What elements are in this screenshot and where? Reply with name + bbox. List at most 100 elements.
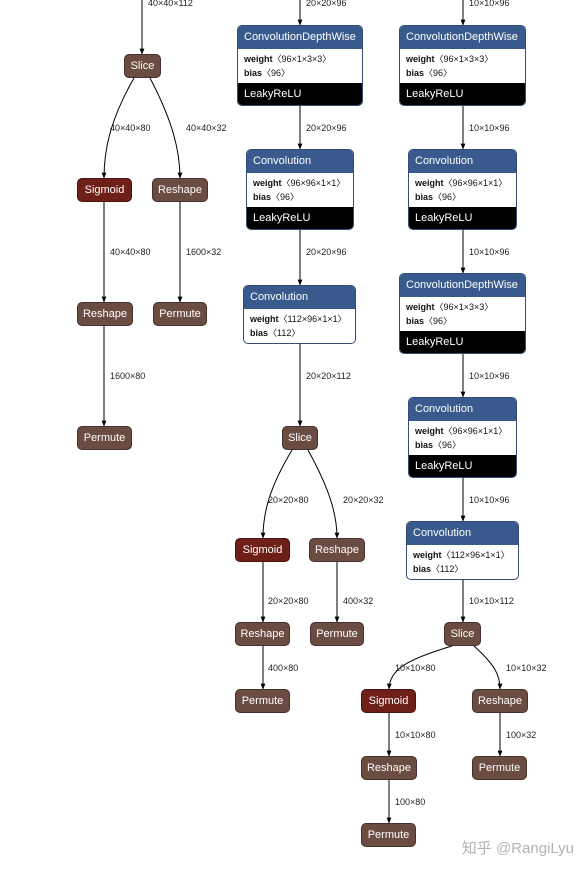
edge-label: 40×40×80: [110, 123, 151, 133]
edge-c-slice-reshape: [473, 645, 503, 690]
node-permute[interactable]: Permute: [235, 689, 290, 713]
node-reshape[interactable]: Reshape: [309, 538, 365, 562]
node-slice[interactable]: Slice: [444, 622, 481, 646]
node-convolution-depthwise[interactable]: ConvolutionDepthWise weight〈96×1×3×3〉 bi…: [237, 25, 363, 106]
edge-label: 10×10×96: [469, 123, 510, 133]
node-attributes: weight〈96×1×3×3〉 bias〈96〉: [400, 297, 525, 331]
edge-label: 20×20×96: [306, 247, 347, 257]
attr-key: bias: [406, 316, 425, 326]
node-activation: LeakyReLU: [400, 83, 525, 105]
node-convolution[interactable]: Convolution weight〈112×96×1×1〉 bias〈112〉: [406, 521, 519, 580]
edge-label: 10×10×96: [469, 247, 510, 257]
node-title: ConvolutionDepthWise: [238, 26, 362, 49]
attr-weight: 〈96×96×1×1〉: [443, 426, 508, 436]
node-attributes: weight〈96×96×1×1〉 bias〈96〉: [409, 421, 516, 455]
edge-label: 1600×80: [110, 371, 146, 381]
attr-key: bias: [415, 192, 434, 202]
attr-key: weight: [415, 178, 444, 188]
node-reshape[interactable]: Reshape: [472, 689, 528, 713]
attr-key: bias: [253, 192, 272, 202]
node-activation: LeakyReLU: [409, 207, 516, 229]
node-title: Convolution: [407, 522, 518, 545]
node-convolution[interactable]: Convolution weight〈96×96×1×1〉 bias〈96〉 L…: [408, 149, 517, 230]
attr-weight: 〈96×1×3×3〉: [434, 302, 494, 312]
attr-key: weight: [253, 178, 282, 188]
attr-weight: 〈112×96×1×1〉: [441, 550, 510, 560]
node-activation: LeakyReLU: [409, 455, 516, 477]
node-permute[interactable]: Permute: [310, 622, 364, 646]
edge-label: 20×20×96: [306, 123, 347, 133]
node-title: Convolution: [244, 286, 355, 309]
edge-label: 10×10×96: [469, 0, 510, 8]
attr-key: weight: [244, 54, 273, 64]
edge-label: 20×20×32: [343, 495, 384, 505]
attr-weight: 〈96×1×3×3〉: [272, 54, 332, 64]
node-convolution[interactable]: Convolution weight〈96×96×1×1〉 bias〈96〉 L…: [408, 397, 517, 478]
node-sigmoid[interactable]: Sigmoid: [235, 538, 290, 562]
node-attributes: weight〈112×96×1×1〉 bias〈112〉: [407, 545, 518, 579]
attr-key: weight: [406, 302, 435, 312]
node-attributes: weight〈96×96×1×1〉 bias〈96〉: [247, 173, 353, 207]
attr-bias: 〈96〉: [424, 68, 453, 78]
attr-bias: 〈96〉: [424, 316, 453, 326]
edge-label: 10×10×80: [395, 663, 436, 673]
attr-key: weight: [413, 550, 442, 560]
node-sigmoid[interactable]: Sigmoid: [77, 178, 132, 202]
node-convolution[interactable]: Convolution weight〈112×96×1×1〉 bias〈112〉: [243, 285, 356, 344]
attr-key: weight: [406, 54, 435, 64]
node-title: ConvolutionDepthWise: [400, 274, 525, 297]
node-permute[interactable]: Permute: [153, 302, 207, 326]
edge-label: 10×10×32: [506, 663, 547, 673]
node-title: Convolution: [409, 398, 516, 421]
attr-key: bias: [250, 328, 269, 338]
node-reshape[interactable]: Reshape: [152, 178, 208, 202]
node-sigmoid[interactable]: Sigmoid: [361, 689, 416, 713]
edge-b-slice-reshape: [307, 449, 340, 539]
node-permute[interactable]: Permute: [472, 756, 527, 780]
edge-label: 10×10×96: [469, 371, 510, 381]
edge-b-slice-sigmoid: [260, 449, 293, 539]
edge-c-slice-sigmoid: [386, 645, 453, 690]
node-slice[interactable]: Slice: [282, 426, 318, 450]
attr-bias: 〈112〉: [431, 564, 464, 574]
edge-a-slice-reshape: [149, 77, 183, 179]
edge-label: 400×80: [268, 663, 299, 673]
edge-label: 400×32: [343, 596, 374, 606]
attr-key: weight: [250, 314, 279, 324]
attr-weight: 〈96×96×1×1〉: [443, 178, 508, 188]
node-activation: LeakyReLU: [247, 207, 353, 229]
attr-key: weight: [415, 426, 444, 436]
node-convolution-depthwise[interactable]: ConvolutionDepthWise weight〈96×1×3×3〉 bi…: [399, 273, 526, 354]
attr-bias: 〈96〉: [262, 68, 291, 78]
node-convolution[interactable]: Convolution weight〈96×96×1×1〉 bias〈96〉 L…: [246, 149, 354, 230]
edge-label: 40×40×32: [186, 123, 227, 133]
node-permute[interactable]: Permute: [361, 823, 416, 847]
attr-key: bias: [244, 68, 263, 78]
node-reshape[interactable]: Reshape: [77, 302, 133, 326]
attr-key: bias: [406, 68, 425, 78]
attr-key: bias: [413, 564, 432, 574]
attr-weight: 〈96×1×3×3〉: [434, 54, 494, 64]
edge-label: 20×20×80: [268, 596, 309, 606]
node-reshape[interactable]: Reshape: [235, 622, 290, 646]
edge-label: 100×32: [506, 730, 537, 740]
node-attributes: weight〈96×1×3×3〉 bias〈96〉: [400, 49, 525, 83]
node-slice[interactable]: Slice: [124, 54, 161, 78]
edge-label: 100×80: [395, 797, 426, 807]
attr-bias: 〈96〉: [271, 192, 300, 202]
edge-label: 1600×32: [186, 247, 222, 257]
node-permute[interactable]: Permute: [77, 426, 132, 450]
watermark: 知乎 @RangiLyu: [461, 840, 574, 857]
node-convolution-depthwise[interactable]: ConvolutionDepthWise weight〈96×1×3×3〉 bi…: [399, 25, 526, 106]
edge-a-slice-sigmoid: [101, 77, 135, 179]
attr-weight: 〈112×96×1×1〉: [278, 314, 347, 324]
node-title: Convolution: [247, 150, 353, 173]
node-activation: LeakyReLU: [400, 331, 525, 353]
node-reshape[interactable]: Reshape: [361, 756, 417, 780]
edge-label: 40×40×80: [110, 247, 151, 257]
edge-label: 20×20×80: [268, 495, 309, 505]
attr-bias: 〈96〉: [433, 192, 462, 202]
node-attributes: weight〈96×96×1×1〉 bias〈96〉: [409, 173, 516, 207]
node-attributes: weight〈96×1×3×3〉 bias〈96〉: [238, 49, 362, 83]
attr-key: bias: [415, 440, 434, 450]
